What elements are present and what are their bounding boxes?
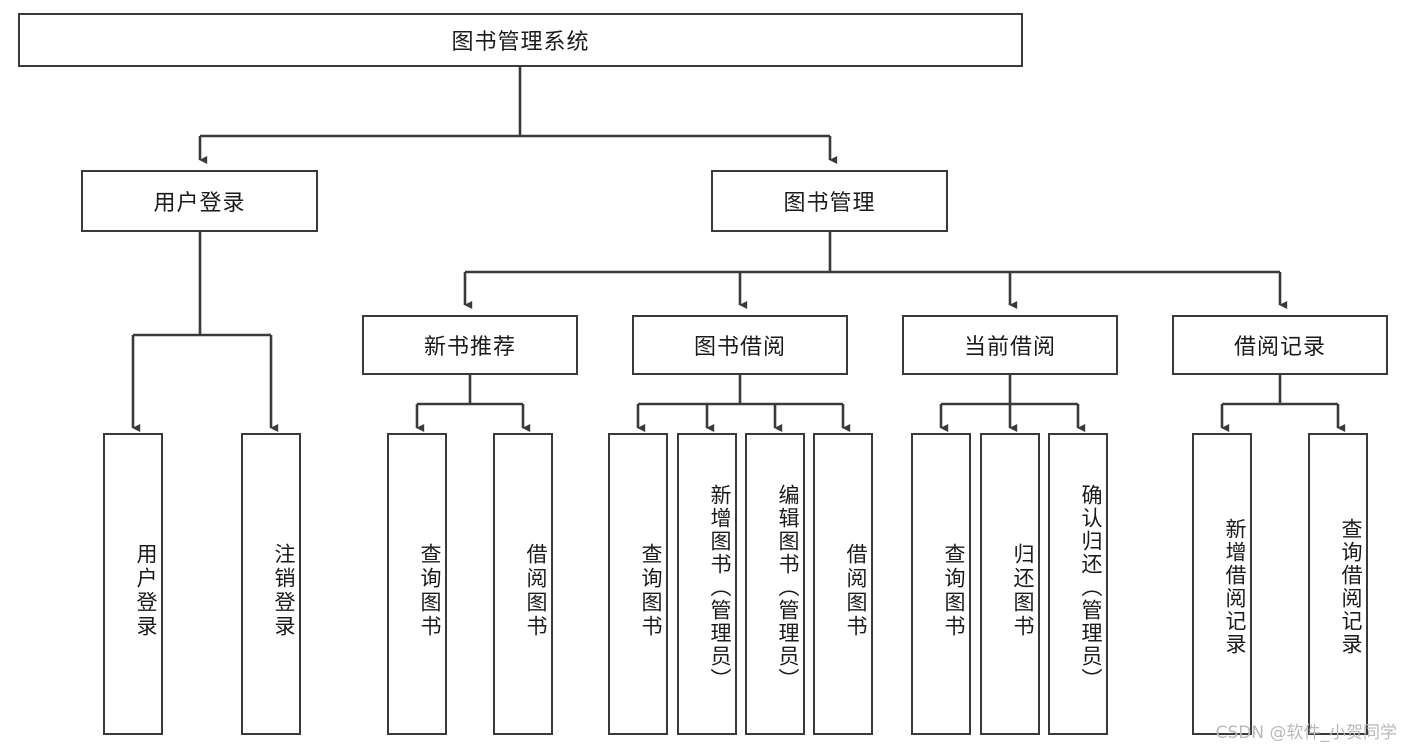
node-user-login[interactable]: 用户登录 [81, 170, 318, 232]
node-leaf-query-book-3-label: 查询图书 [942, 543, 966, 639]
node-leaf-logout-login-label: 注销登录 [272, 543, 296, 639]
node-leaf-user-login[interactable]: 用户登录 [103, 433, 163, 735]
node-user-login-label: 用户登录 [153, 191, 246, 216]
node-leaf-query-book-3[interactable]: 查询图书 [911, 433, 971, 735]
node-leaf-add-book[interactable]: 新增图书（管理员） [677, 433, 737, 735]
node-book-manage[interactable]: 图书管理 [711, 170, 948, 232]
csdn-watermark: CSDN @软件_小贺同学 [1215, 723, 1397, 743]
node-borrow-record[interactable]: 借阅记录 [1172, 315, 1388, 375]
node-leaf-add-book-label: 新增图书（管理员） [708, 483, 732, 691]
node-leaf-query-record-label: 查询借阅记录 [1339, 518, 1363, 656]
node-leaf-query-book-1[interactable]: 查询图书 [387, 433, 447, 735]
node-current-borrow-label: 当前借阅 [963, 335, 1056, 360]
node-leaf-confirm-return-label: 确认归还（管理员） [1079, 483, 1103, 691]
node-leaf-confirm-return[interactable]: 确认归还（管理员） [1048, 433, 1108, 735]
node-system-label: 图书管理系统 [451, 30, 590, 55]
node-system[interactable]: 图书管理系统 [18, 13, 1023, 67]
node-leaf-borrow-book-1-label: 借阅图书 [524, 543, 548, 639]
node-leaf-borrow-book-2[interactable]: 借阅图书 [813, 433, 873, 735]
node-leaf-user-login-label: 用户登录 [134, 543, 158, 639]
node-borrow-record-label: 借阅记录 [1233, 335, 1326, 360]
node-book-manage-label: 图书管理 [783, 191, 876, 216]
node-leaf-edit-book-label: 编辑图书（管理员） [776, 483, 800, 691]
node-leaf-return-book[interactable]: 归还图书 [980, 433, 1040, 735]
node-book-borrow-label: 图书借阅 [693, 335, 786, 360]
node-leaf-query-book-1-label: 查询图书 [418, 543, 442, 639]
node-leaf-add-record[interactable]: 新增借阅记录 [1192, 433, 1252, 735]
node-new-book-recommend[interactable]: 新书推荐 [362, 315, 578, 375]
node-book-borrow[interactable]: 图书借阅 [632, 315, 848, 375]
node-new-book-recommend-label: 新书推荐 [423, 335, 516, 360]
node-leaf-edit-book[interactable]: 编辑图书（管理员） [745, 433, 805, 735]
node-leaf-query-book-2-label: 查询图书 [639, 543, 663, 639]
node-leaf-query-book-2[interactable]: 查询图书 [608, 433, 668, 735]
node-leaf-logout-login[interactable]: 注销登录 [241, 433, 301, 735]
node-current-borrow[interactable]: 当前借阅 [902, 315, 1118, 375]
node-leaf-borrow-book-1[interactable]: 借阅图书 [493, 433, 553, 735]
node-leaf-return-book-label: 归还图书 [1011, 543, 1035, 639]
node-leaf-borrow-book-2-label: 借阅图书 [844, 543, 868, 639]
node-leaf-query-record[interactable]: 查询借阅记录 [1308, 433, 1368, 735]
node-leaf-add-record-label: 新增借阅记录 [1223, 518, 1247, 656]
